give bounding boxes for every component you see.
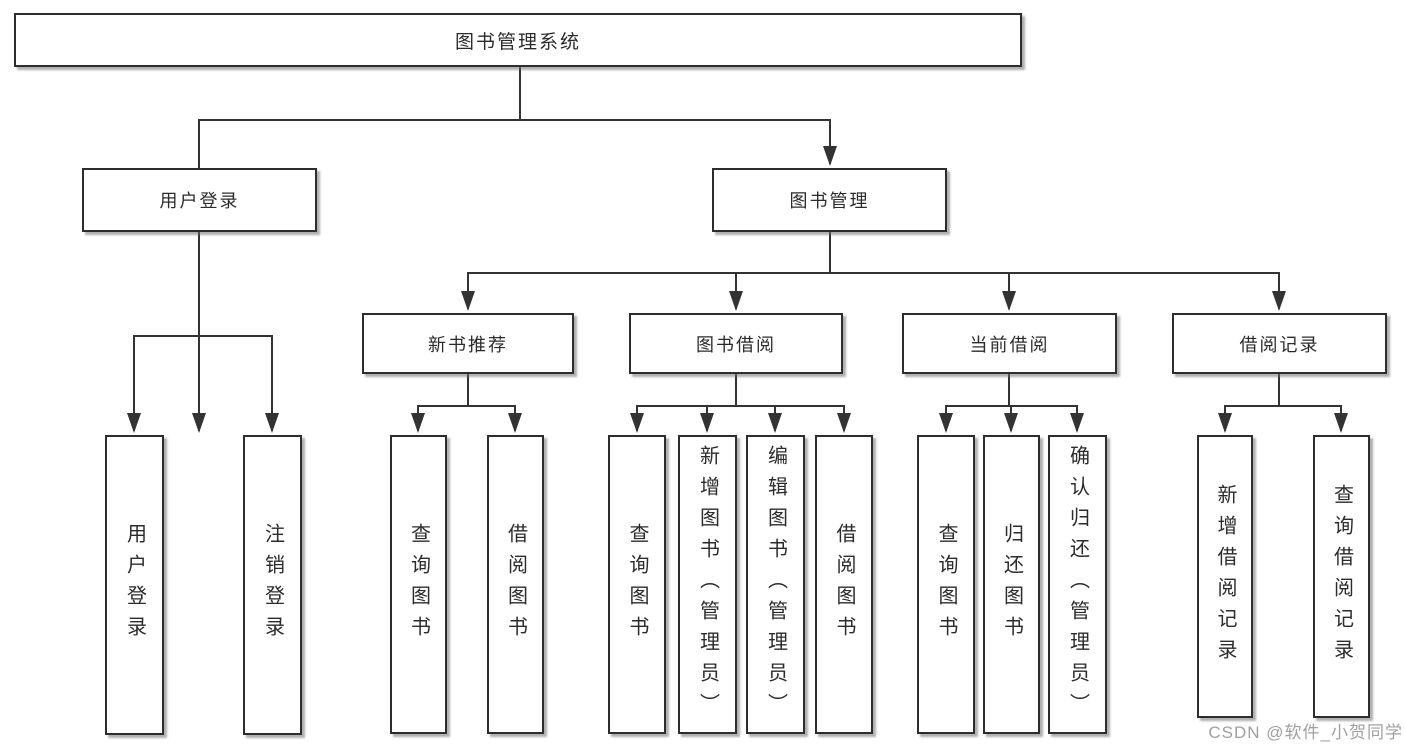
leaf-user-login: 用户登录 (105, 435, 164, 735)
node-group-current-borrow-label: 当前借阅 (969, 334, 1050, 355)
node-group-book-borrow-label: 图书借阅 (696, 334, 776, 355)
leaf-borrow-edit-label: 编辑图书（管理员） (764, 445, 787, 724)
edge-borrow-borrow (735, 374, 851, 433)
node-group-borrow-records-label: 借阅记录 (1239, 334, 1320, 355)
leaf-user-login-label: 用户登录 (123, 523, 146, 647)
leaf-current-confirm-label: 确认归还（管理员） (1066, 445, 1089, 724)
edge-current-confirm (1008, 374, 1084, 433)
csdn-watermark: CSDN @软件_小贺同学 (1208, 723, 1403, 742)
edge-newbooks-query (411, 374, 469, 433)
edge-borrow-add (700, 374, 737, 433)
leaf-current-query: 查询图书 (917, 435, 975, 734)
node-user-login-label: 用户登录 (159, 191, 240, 211)
leaf-logout-label: 注销登录 (261, 523, 284, 647)
edge-root-book-mgmt (519, 66, 837, 166)
edge-records-query (1278, 374, 1348, 433)
leaf-logout: 注销登录 (243, 435, 302, 735)
edge-borrow-query (630, 374, 737, 433)
edge-userlogin-logout (198, 232, 279, 433)
leaf-borrow-query: 查询图书 (608, 435, 666, 734)
edge-mgmt-current-borrow (829, 232, 1016, 311)
node-user-login: 用户登录 (82, 168, 317, 232)
leaf-newbooks-borrow: 借阅图书 (487, 435, 544, 734)
node-group-borrow-records: 借阅记录 (1172, 313, 1387, 374)
node-group-new-books-label: 新书推荐 (428, 334, 508, 355)
edge-mgmt-new-books (461, 232, 831, 311)
leaf-newbooks-borrow-label: 借阅图书 (504, 522, 527, 647)
leaf-current-return: 归还图书 (983, 435, 1040, 734)
leaf-records-query-label: 查询借阅记录 (1330, 483, 1353, 670)
edge-borrow-edit (735, 374, 782, 433)
node-book-mgmt-label: 图书管理 (789, 191, 870, 211)
edge-current-query (939, 374, 1010, 433)
node-group-current-borrow: 当前借阅 (902, 313, 1117, 374)
leaf-newbooks-query-label: 查询图书 (407, 522, 430, 647)
edge-newbooks-borrow (467, 374, 522, 433)
leaf-borrow-add-label: 新增图书（管理员） (696, 445, 719, 724)
leaf-borrow-add: 新增图书（管理员） (678, 435, 737, 734)
edge-mgmt-book-borrow (729, 232, 831, 311)
leaf-borrow-borrow-label: 借阅图书 (833, 522, 855, 647)
edge-mgmt-borrow-records (829, 232, 1286, 311)
leaf-current-return-label: 归还图书 (1000, 522, 1023, 647)
leaf-current-confirm: 确认归还（管理员） (1048, 435, 1107, 734)
leaf-borrow-borrow: 借阅图书 (815, 435, 873, 734)
leaf-borrow-edit: 编辑图书（管理员） (746, 435, 805, 734)
edge-root-user-login (192, 66, 521, 433)
edge-userlogin-login (127, 232, 200, 433)
leaf-records-query: 查询借阅记录 (1313, 435, 1370, 718)
leaf-records-add: 新增借阅记录 (1197, 435, 1253, 718)
node-book-mgmt: 图书管理 (712, 168, 947, 232)
leaf-records-add-label: 新增借阅记录 (1214, 483, 1236, 670)
node-group-book-borrow: 图书借阅 (629, 313, 843, 374)
leaf-newbooks-query: 查询图书 (390, 435, 447, 734)
edge-records-add (1218, 374, 1280, 433)
node-root-label: 图书管理系统 (454, 31, 581, 53)
leaf-current-query-label: 查询图书 (935, 522, 957, 647)
node-group-new-books: 新书推荐 (362, 313, 574, 374)
leaf-borrow-query-label: 查询图书 (626, 522, 648, 647)
node-root: 图书管理系统 (14, 13, 1022, 67)
